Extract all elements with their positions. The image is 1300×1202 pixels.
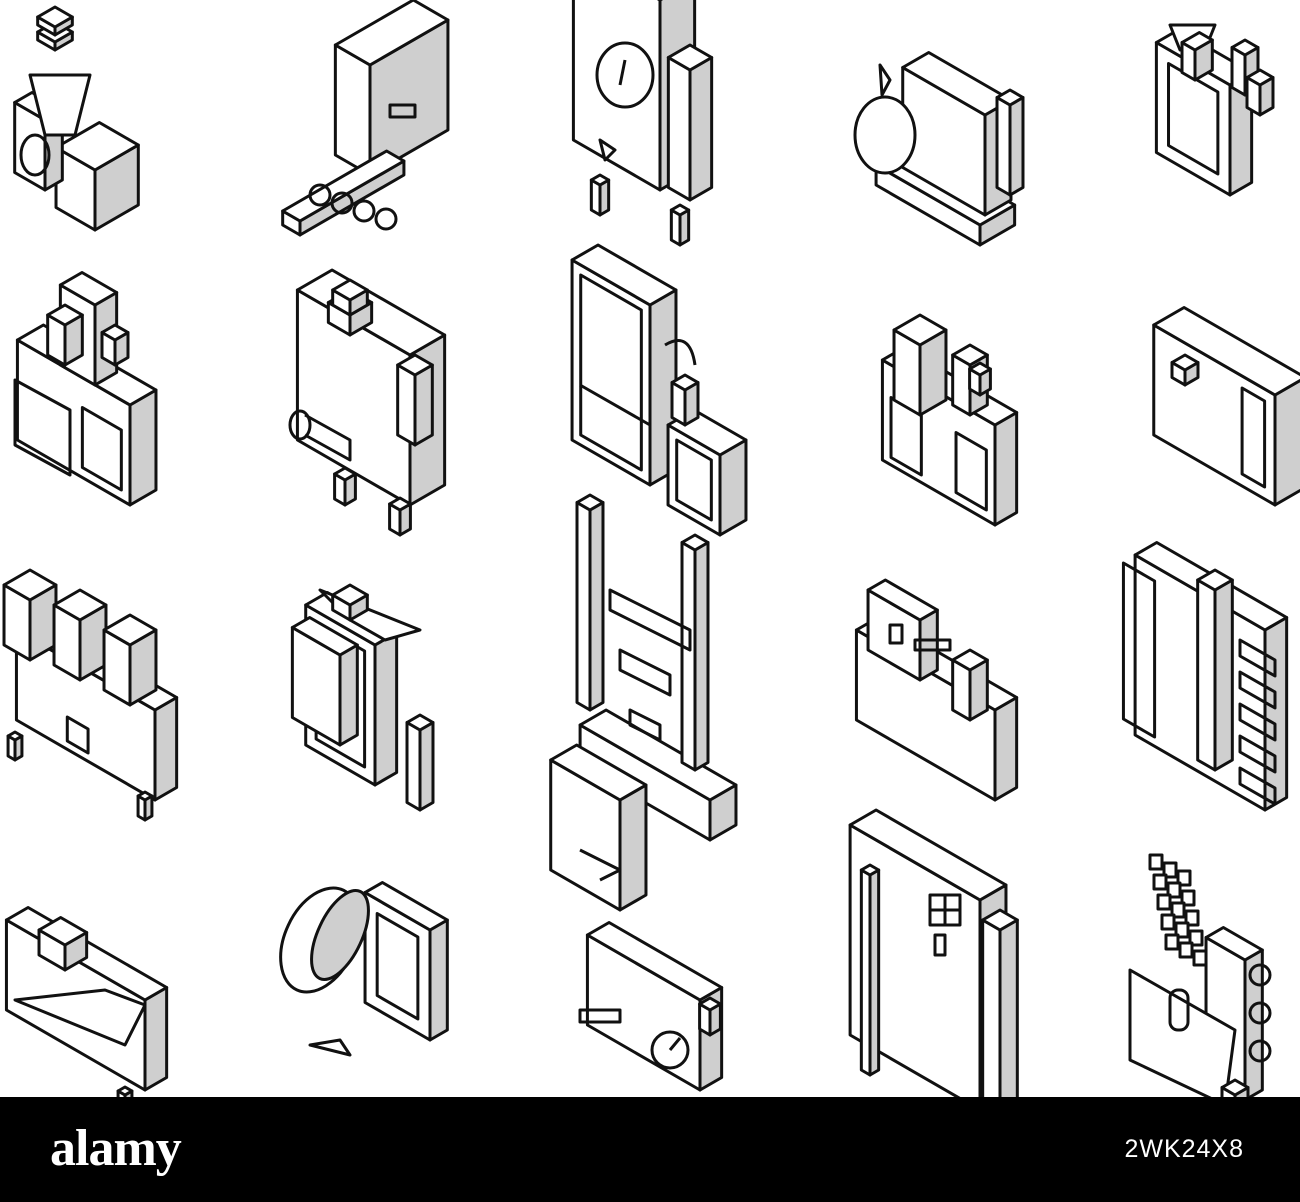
double-door-processing-unit-icon [13,271,158,507]
triple-hopper-filling-line-icon [2,568,179,822]
icon-sheet [2,0,1300,1097]
wrapping-line-machine-icon [549,743,724,1092]
gauge-cabinet-icon [571,0,714,247]
tall-feeder-tower-icon [1154,23,1275,197]
chocolate-bar-package-icon [1128,853,1272,1097]
hopper-mixing-machine-icon [290,583,435,812]
press-frame-machine-icon [575,493,738,842]
round-paddle-mixer-icon [279,881,449,1057]
control-panel-cabinet-icon [848,808,1019,1097]
alamy-logo: alamy [50,1120,182,1177]
twin-compartment-machine-icon [880,313,1019,527]
tray-packing-table-icon [4,906,169,1097]
multi-drawer-storage-unit-icon [1121,541,1289,812]
bench-cutting-machine-icon [854,578,1019,802]
watermark-bar: alamy 2WK24X8 [0,1097,1300,1202]
tall-refrigerated-unit-icon [570,243,748,537]
conveyor-roller-press-icon [281,0,450,237]
pipe-oven-cabinet-icon [288,268,447,537]
icon-grid [2,0,1300,1097]
grain-hopper-bag-machine-icon [13,5,140,232]
round-vessel-frame-icon [853,51,1025,247]
long-panel-cabinet-icon [1152,306,1300,507]
image-id-label: 2WK24X8 [1124,1135,1244,1163]
